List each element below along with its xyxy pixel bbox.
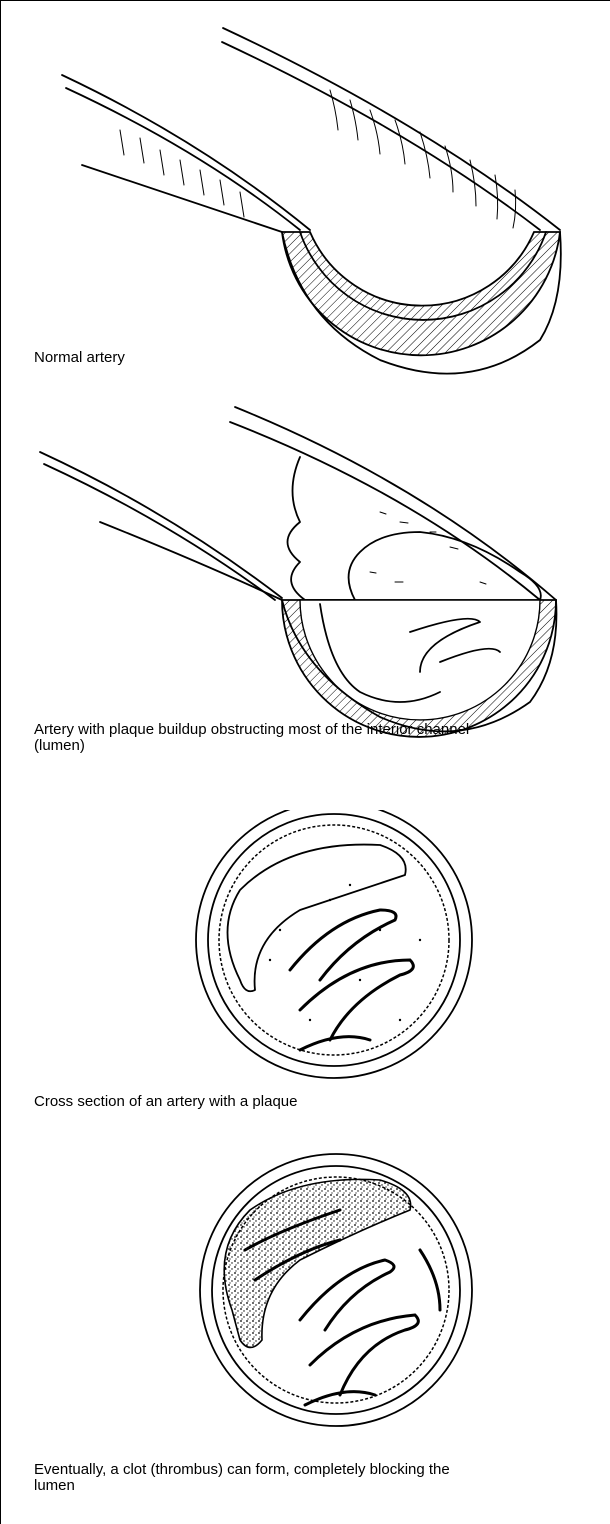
normal-artery-illustration	[0, 0, 610, 390]
plaque-artery-caption: Artery with plaque buildup obstructing m…	[34, 722, 474, 754]
thrombus-caption: Eventually, a clot (thrombus) can form, …	[34, 1462, 474, 1494]
plaque-artery-illustration	[0, 372, 610, 742]
cross-section-caption: Cross section of an artery with a plaque	[34, 1094, 297, 1110]
cross-section-illustration	[0, 810, 610, 1090]
normal-artery-caption: Normal artery	[34, 350, 125, 366]
thrombus-cross-section-illustration	[0, 1140, 610, 1450]
